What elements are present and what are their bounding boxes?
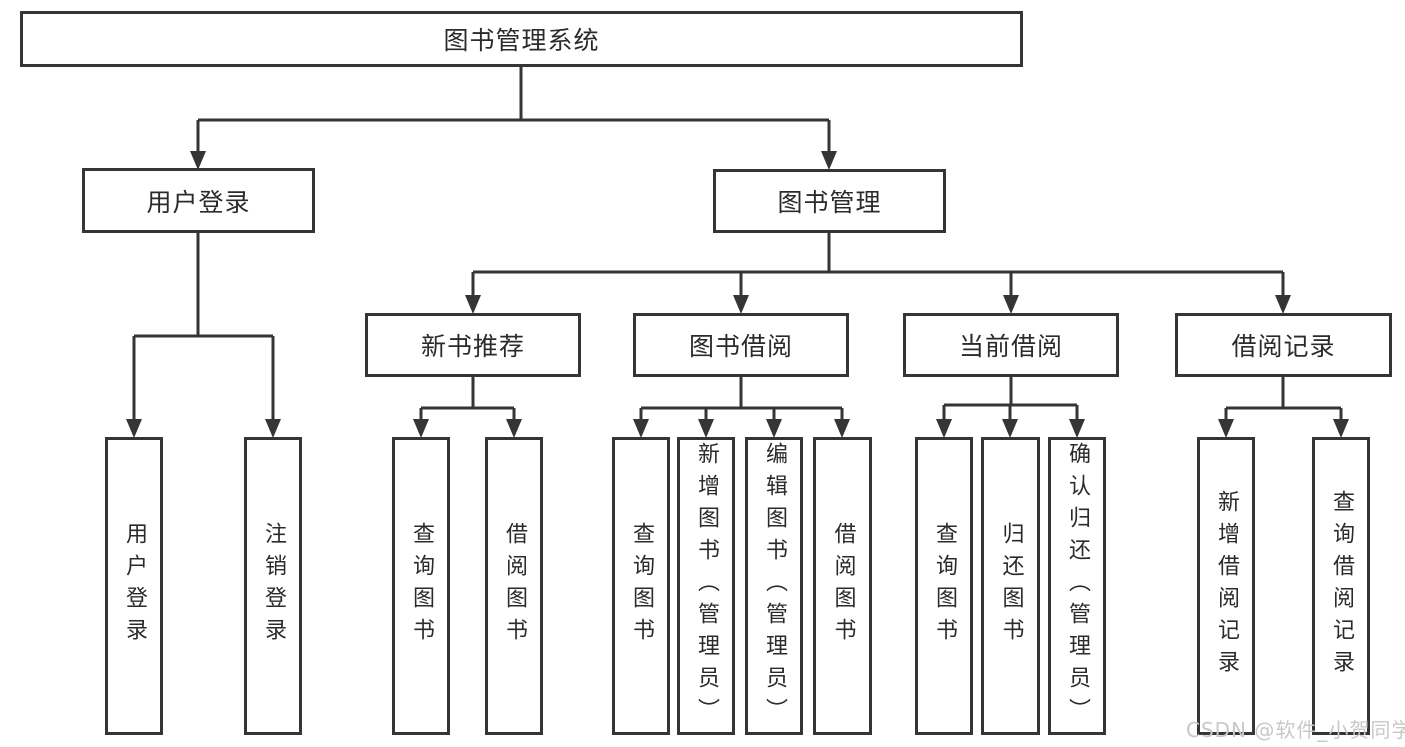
node-book-borrow: 图书借阅 bbox=[633, 313, 849, 377]
leaf-return-books: 归还图书 bbox=[981, 437, 1040, 735]
leaf-query-books-recommend: 查询图书 bbox=[392, 437, 450, 735]
leaf-query-borrow-record: 查询借阅记录 bbox=[1312, 437, 1370, 735]
csdn-watermark: CSDN @软件_小贺同学 bbox=[1186, 718, 1405, 742]
node-new-book-recommend: 新书推荐 bbox=[365, 313, 581, 377]
node-book-management: 图书管理 bbox=[713, 169, 946, 233]
node-user-login: 用户登录 bbox=[82, 168, 315, 233]
leaf-confirm-return-admin: 确认归还（管理员） bbox=[1048, 437, 1106, 735]
node-borrow-records: 借阅记录 bbox=[1175, 313, 1392, 377]
node-root-system: 图书管理系统 bbox=[20, 11, 1023, 67]
leaf-query-books-current: 查询图书 bbox=[915, 437, 973, 735]
leaf-add-borrow-record: 新增借阅记录 bbox=[1197, 437, 1255, 735]
leaf-logout: 注销登录 bbox=[244, 437, 302, 735]
leaf-query-books-borrow: 查询图书 bbox=[612, 437, 670, 735]
node-current-borrow: 当前借阅 bbox=[903, 313, 1119, 377]
connector-lines bbox=[132, 67, 1343, 426]
leaf-borrow-books-recommend: 借阅图书 bbox=[485, 437, 543, 735]
leaf-edit-books-admin: 编辑图书（管理员） bbox=[745, 437, 803, 735]
leaf-add-books-admin: 新增图书（管理员） bbox=[677, 437, 735, 735]
leaf-user-login: 用户登录 bbox=[105, 437, 163, 735]
leaf-borrow-books: 借阅图书 bbox=[813, 437, 872, 735]
